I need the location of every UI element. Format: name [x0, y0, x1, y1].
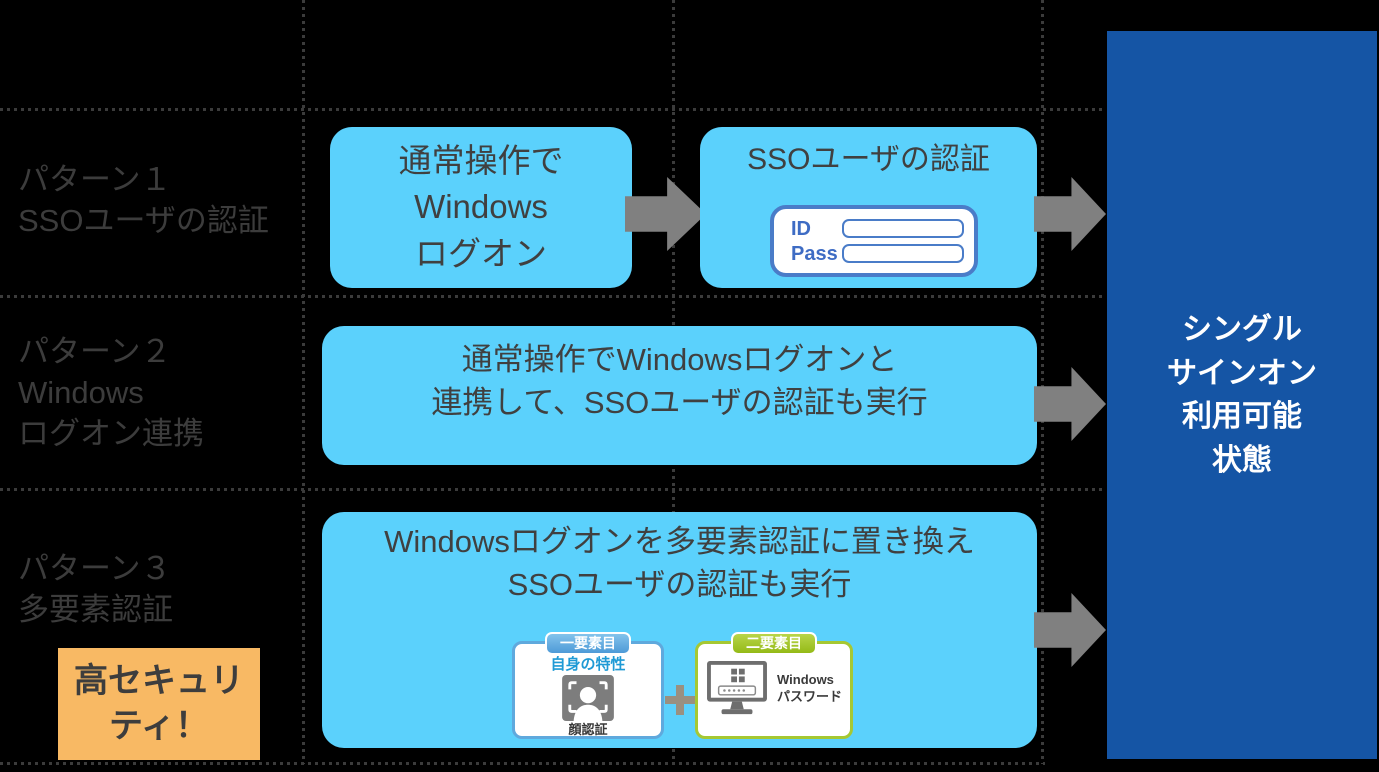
- pattern2-label-line3: ログオン連携: [18, 415, 204, 451]
- grid-hline-1: [0, 108, 1105, 111]
- login-form: ID Pass: [770, 205, 978, 277]
- pass-input: [842, 244, 964, 263]
- factor1-subtitle: 自身の特性: [550, 656, 626, 673]
- pattern1-label-line2: SSOユーザの認証: [18, 202, 269, 238]
- factor2-caption-line1: Windows: [776, 672, 834, 688]
- grid-hline-2: [0, 295, 1105, 298]
- pattern1-step1-line1: 通常操作で: [398, 142, 564, 180]
- pattern2-box: 通常操作でWindowsログオンと 連携して、SSOユーザの認証も実行: [322, 326, 1037, 465]
- pattern2-box-line2: 連携して、SSOユーザの認証も実行: [431, 385, 928, 421]
- high-security-line1: 高セキュリ: [74, 662, 244, 701]
- factor2-caption-line2: パスワード: [776, 689, 842, 704]
- pattern2-label: パターン２ Windows ログオン連携: [18, 332, 204, 455]
- grid-vline-3: [1041, 0, 1044, 764]
- pattern1-step2-box: SSOユーザの認証 ID Pass: [700, 127, 1037, 288]
- arrow-right-icon: [625, 177, 706, 251]
- face-recognition-icon: [562, 675, 614, 721]
- grid-hline-3: [0, 488, 1105, 491]
- pattern1-step1-box: 通常操作で Windows ログオン: [330, 127, 632, 288]
- sso-ready-line2: サインオン: [1167, 356, 1317, 390]
- arrow-right-icon: [1034, 367, 1106, 441]
- pattern3-label: パターン３ 多要素認証: [18, 549, 173, 631]
- windows-password-monitor-icon: [707, 660, 767, 715]
- pattern2-label-line2: Windows: [18, 374, 144, 410]
- pattern2-label-line1: パターン２: [18, 334, 172, 369]
- pattern1-step1-line3: ログオン: [415, 234, 547, 272]
- sso-ready-line1: シングル: [1182, 313, 1302, 346]
- grid-hline-bottom: [0, 762, 1045, 765]
- pattern1-label-line1: パターン１: [18, 162, 172, 197]
- high-security-line2: ティ！: [109, 707, 209, 745]
- factor2-card: 二要素目 Windows パスワード: [695, 632, 853, 739]
- arrow-right-icon: [1034, 593, 1106, 667]
- pattern3-box-line2: SSOユーザの認証も実行: [507, 567, 852, 603]
- plus-icon: [665, 685, 695, 715]
- sso-ready-panel: シングル サインオン 利用可能 状態: [1107, 31, 1377, 759]
- factor1-card: 一要素目 自身の特性 顔認証: [512, 632, 664, 739]
- high-security-note: 高セキュリ ティ！: [58, 648, 260, 760]
- pattern1-label: パターン１ SSOユーザの認証: [18, 160, 269, 242]
- pattern1-step1-line2: Windows: [414, 188, 548, 226]
- pattern3-label-line1: パターン３: [18, 551, 172, 586]
- pattern2-box-line1: 通常操作でWindowsログオンと: [461, 342, 898, 377]
- factor1-caption: 顔認証: [568, 722, 608, 737]
- pass-label: Pass: [791, 242, 838, 265]
- id-input: [842, 219, 964, 238]
- pattern3-box-line1: Windowsログオンを多要素認証に置き換え: [384, 524, 975, 559]
- pattern1-step2-title: SSOユーザの認証: [747, 143, 990, 176]
- sso-ready-line3: 利用可能: [1182, 400, 1302, 433]
- factor2-badge: 二要素目: [731, 632, 817, 655]
- pattern3-label-line2: 多要素認証: [18, 591, 173, 627]
- id-label: ID: [791, 217, 811, 240]
- factor1-badge: 一要素目: [545, 632, 631, 655]
- grid-vline-1: [302, 0, 305, 764]
- sso-ready-line4: 状態: [1212, 443, 1272, 477]
- arrow-right-icon: [1034, 177, 1106, 251]
